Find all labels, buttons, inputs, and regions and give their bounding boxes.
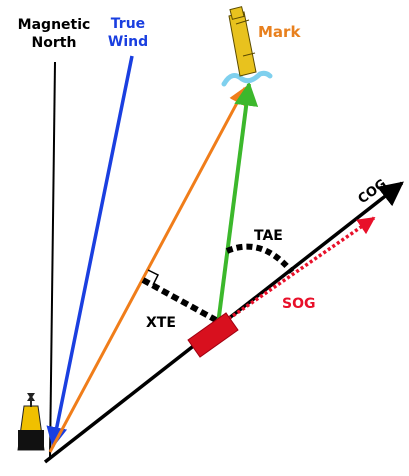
boat-icon bbox=[187, 312, 239, 358]
true-wind-label-line2: Wind bbox=[108, 34, 148, 50]
xte-label: XTE bbox=[146, 315, 176, 331]
sog-arrow bbox=[223, 216, 376, 324]
xte-indicator bbox=[141, 277, 218, 323]
rhumb-line-to-mark bbox=[48, 86, 247, 453]
cog-label: COG bbox=[356, 177, 390, 208]
true-wind-label-line1: True bbox=[111, 16, 145, 32]
magnetic-north-line bbox=[49, 61, 56, 459]
tae-arc bbox=[225, 243, 295, 274]
start-buoy-icon bbox=[17, 393, 45, 451]
mark-label: Mark bbox=[258, 23, 301, 41]
true-wind-arrow bbox=[46, 55, 134, 449]
mark-buoy-icon bbox=[221, 6, 273, 87]
magnetic-north-label-line2: North bbox=[32, 35, 77, 51]
right-angle-marker bbox=[147, 269, 160, 286]
tae-label: TAE bbox=[254, 228, 283, 244]
sog-label: SOG bbox=[282, 296, 315, 312]
magnetic-north-label-line1: Magnetic bbox=[18, 17, 91, 33]
bearing-to-mark-line bbox=[216, 81, 259, 325]
